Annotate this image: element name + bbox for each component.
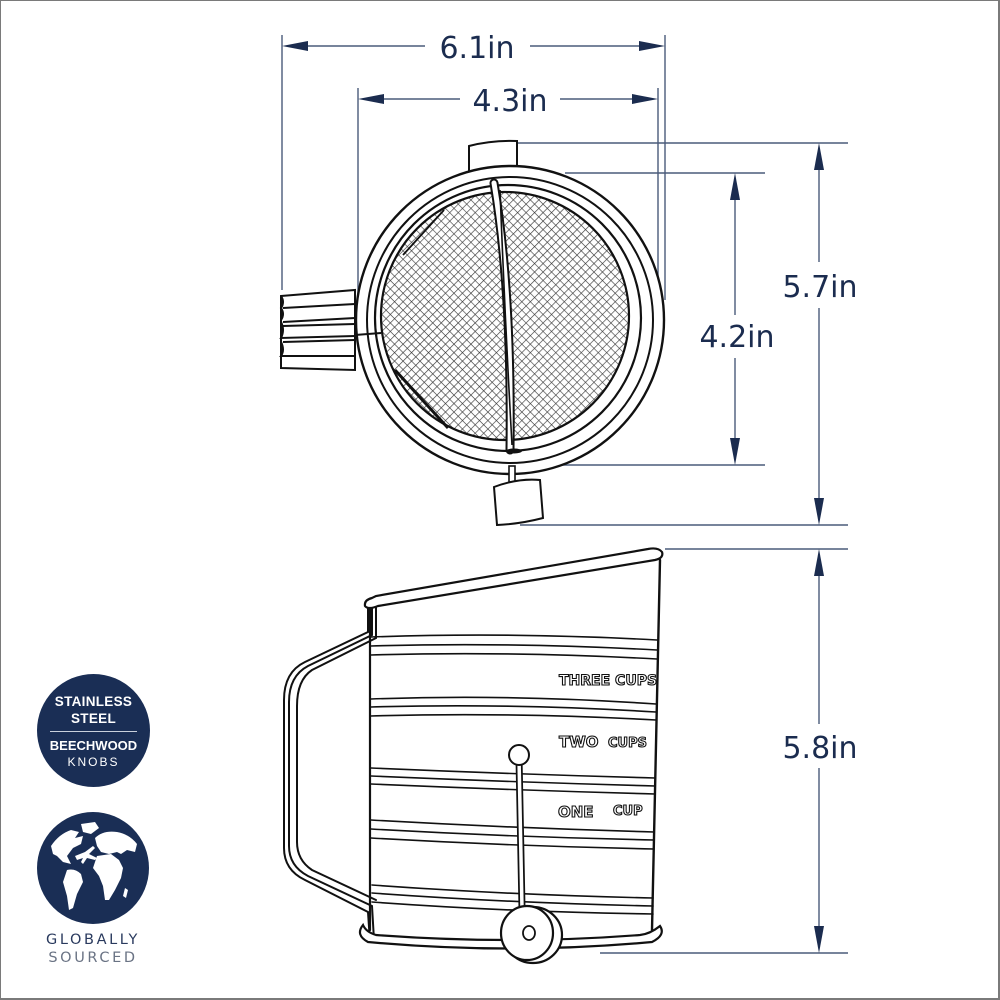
globe-with-airplane-icon xyxy=(37,812,149,924)
sourced-text: SOURCED xyxy=(48,950,138,966)
dimension-height: 5.8in xyxy=(782,549,858,953)
bottom-rim xyxy=(358,922,663,950)
marking-cup: CUP xyxy=(613,804,643,819)
knobs-text: KNOBS xyxy=(67,755,120,769)
marking-two: TWO xyxy=(559,733,599,751)
top-view xyxy=(279,139,666,527)
inner-diameter-label: 4.2in xyxy=(699,320,774,355)
steel-text: STEEL xyxy=(70,711,116,726)
materials-badge: STAINLESS STEEL BEECHWOOD KNOBS xyxy=(37,674,150,787)
cup-markings: THREE CUPS TWO CUPS ONE CUP xyxy=(557,672,657,821)
overall-width-label: 6.1in xyxy=(439,31,514,66)
materials-line-1: STAINLESS STEEL xyxy=(37,693,150,727)
badge-divider xyxy=(50,731,137,732)
overall-depth-label: 5.7in xyxy=(782,270,857,305)
body-bands xyxy=(370,634,658,915)
marking-three-cups: THREE CUPS xyxy=(559,673,657,689)
crank-knob xyxy=(499,904,564,965)
crank-arm xyxy=(508,744,530,912)
stainless-text: STAINLESS xyxy=(54,694,133,709)
dimension-inner-diameter: 4.2in xyxy=(699,173,775,465)
body-wall-right xyxy=(650,558,662,932)
dimension-body-diameter: 4.3in xyxy=(358,84,658,119)
height-label: 5.8in xyxy=(782,731,857,766)
top-rim xyxy=(363,547,664,610)
side-handle xyxy=(283,605,377,943)
dimension-overall-width: 6.1in xyxy=(282,31,665,66)
body-diameter-label: 4.3in xyxy=(472,84,547,119)
side-handle-top xyxy=(279,288,356,372)
crank-pivot xyxy=(508,744,530,766)
marking-cups: CUPS xyxy=(608,736,647,751)
crank-knob-top xyxy=(492,478,545,527)
dimension-overall-depth: 5.7in xyxy=(782,143,858,525)
marking-one: ONE xyxy=(558,803,594,821)
side-view xyxy=(283,547,664,965)
dimension-lines xyxy=(281,35,848,954)
globally-text: GLOBALLY xyxy=(46,932,140,948)
beechwood-text: BEECHWOOD xyxy=(49,738,138,753)
